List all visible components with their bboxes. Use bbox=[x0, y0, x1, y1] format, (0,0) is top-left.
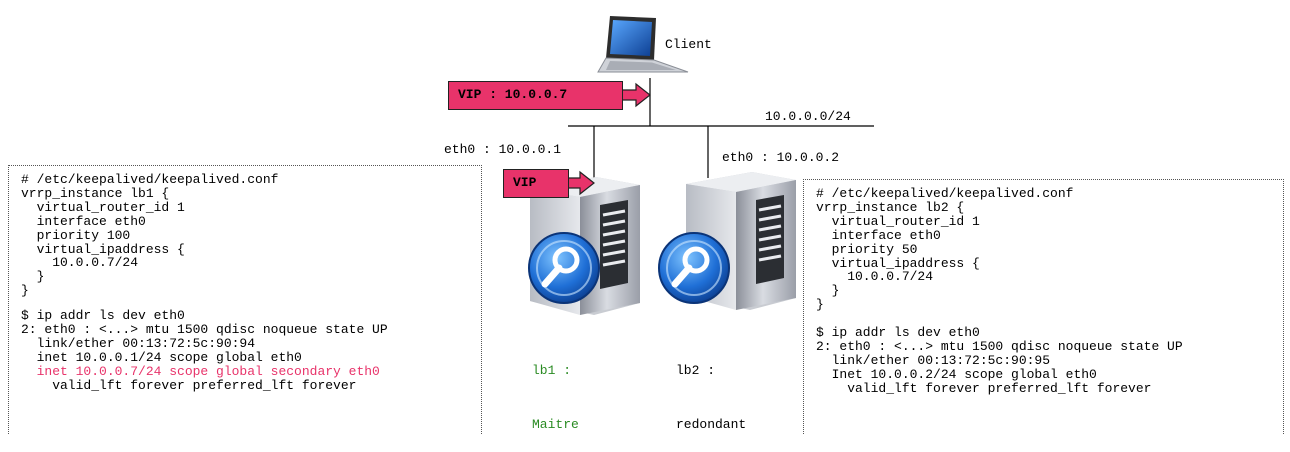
lb1-config-panel: # /etc/keepalived/keepalived.conf vrrp_i… bbox=[8, 165, 482, 434]
config-line: virtual_ipaddress { bbox=[21, 241, 185, 257]
eth0-lb1-label: eth0 : 10.0.0.1 bbox=[444, 142, 562, 157]
config-line: } bbox=[21, 269, 45, 285]
command-line: valid_lft forever preferred_lft forever bbox=[816, 380, 1152, 396]
config-line: virtual_router_id 1 bbox=[21, 199, 185, 215]
command-line: inet 10.0.0.1/24 scope global eth0 bbox=[21, 349, 302, 365]
magnifier-lb2-icon bbox=[658, 232, 730, 304]
config-line: } bbox=[21, 283, 29, 299]
command-line: 2: eth0 : <...> mtu 1500 qdisc noqueue s… bbox=[21, 322, 388, 338]
config-line: # /etc/keepalived/keepalived.conf bbox=[21, 172, 279, 187]
config-line: virtual_router_id 1 bbox=[816, 213, 980, 229]
command-line-vip-highlight: inet 10.0.0.7/24 scope global secondary … bbox=[21, 363, 380, 379]
command-line: Inet 10.0.0.2/24 scope global eth0 bbox=[816, 366, 1097, 382]
command-line: link/ether 00:13:72:5c:90:95 bbox=[816, 352, 1051, 368]
vip-small-label: VIP bbox=[513, 175, 537, 190]
command-line: 2: eth0 : <...> mtu 1500 qdisc noqueue s… bbox=[816, 339, 1183, 355]
lb1-name: lb1 : bbox=[532, 363, 572, 378]
lb2-caption: lb2 : redondant bbox=[676, 326, 746, 452]
command-line: $ ip addr ls dev eth0 bbox=[816, 325, 980, 341]
config-line: vrrp_instance lb1 { bbox=[21, 185, 170, 201]
vip-main-tag: VIP : 10.0.0.7 bbox=[448, 81, 623, 110]
config-line: virtual_ipaddress { bbox=[816, 255, 980, 271]
config-line: } bbox=[816, 283, 840, 299]
lb2-name: lb2 : bbox=[676, 363, 716, 378]
config-line: } bbox=[816, 297, 824, 313]
magnifier-lb1-icon bbox=[528, 232, 600, 304]
config-line: interface eth0 bbox=[816, 227, 941, 243]
lb2-role: redondant bbox=[676, 417, 747, 432]
subnet-label: 10.0.0.0/24 bbox=[765, 109, 851, 124]
network-diagram bbox=[528, 16, 874, 315]
eth0-lb2-label: eth0 : 10.0.0.2 bbox=[722, 150, 840, 165]
lb1-role: Maitre bbox=[532, 417, 579, 432]
network-lines bbox=[568, 78, 874, 182]
config-line: 10.0.0.7/24 bbox=[21, 255, 139, 271]
command-line: link/ether 00:13:72:5c:90:94 bbox=[21, 335, 256, 351]
config-line: 10.0.0.7/24 bbox=[816, 269, 934, 285]
config-line: interface eth0 bbox=[21, 213, 146, 229]
vip-main-arrow-icon bbox=[620, 82, 651, 108]
vip-small-tag: VIP bbox=[503, 169, 569, 198]
vip-main-label: VIP : 10.0.0.7 bbox=[458, 87, 568, 102]
client-label: Client bbox=[665, 37, 712, 52]
config-line: priority 100 bbox=[21, 227, 131, 243]
config-line: priority 50 bbox=[816, 241, 918, 257]
command-line: valid_lft forever preferred_lft forever bbox=[21, 377, 357, 393]
laptop-icon bbox=[597, 16, 689, 73]
config-line: # /etc/keepalived/keepalived.conf bbox=[816, 186, 1074, 201]
config-line: vrrp_instance lb2 { bbox=[816, 199, 965, 215]
lb1-caption: lb1 : Maitre bbox=[532, 326, 579, 452]
lb2-config-panel: # /etc/keepalived/keepalived.conf vrrp_i… bbox=[803, 179, 1284, 434]
command-line: $ ip addr ls dev eth0 bbox=[21, 308, 185, 324]
